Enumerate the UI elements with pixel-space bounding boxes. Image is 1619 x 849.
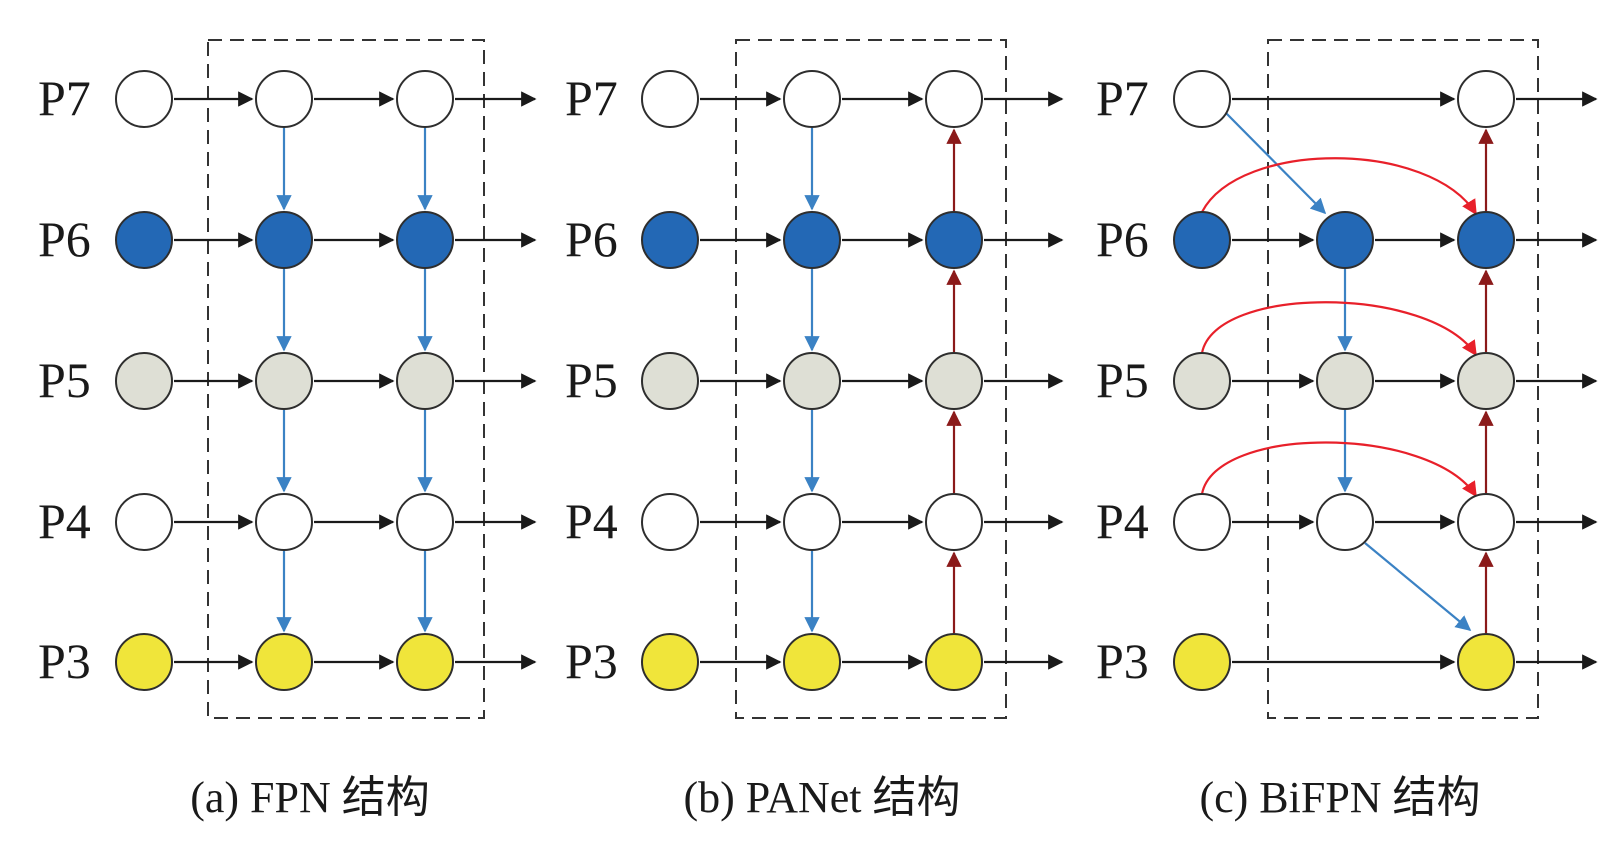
bifpn-node-p4-out <box>1457 493 1515 551</box>
panet-node-p5-a <box>783 352 841 410</box>
panet-label-p5: P5 <box>565 352 618 408</box>
panet-node-p6-a <box>783 211 841 269</box>
bifpn-skip-connections <box>1200 157 1477 498</box>
fpn-node-p7-a <box>255 70 313 128</box>
panel-bifpn: P7 P6 P5 P4 P3 <box>1096 39 1598 822</box>
fpn-nodes <box>115 70 454 691</box>
bifpn-node-p6-in <box>1173 211 1231 269</box>
fpn-label-p5: P5 <box>38 352 91 408</box>
fpn-node-p6-a <box>255 211 313 269</box>
panet-dashed-box <box>735 39 1007 719</box>
bifpn-label-p5: P5 <box>1096 352 1149 408</box>
panet-node-p4-a <box>783 493 841 551</box>
fpn-node-p4-b <box>396 493 454 551</box>
fpn-node-p7-b <box>396 70 454 128</box>
panet-node-p6-b <box>925 211 983 269</box>
fpn-node-p5-b <box>396 352 454 410</box>
panel-fpn: P7 P6 P5 P4 P3 <box>38 39 537 822</box>
fpn-topdown-arrows <box>276 128 433 633</box>
fpn-node-p6-b <box>396 211 454 269</box>
fpn-node-p6-in <box>115 211 173 269</box>
panet-label-p7: P7 <box>565 70 618 126</box>
bifpn-label-p3: P3 <box>1096 633 1149 689</box>
panet-node-p4-in <box>641 493 699 551</box>
fpn-node-p3-a <box>255 633 313 691</box>
panet-label-p6: P6 <box>565 211 618 267</box>
fpn-horizontal-arrows <box>174 91 537 670</box>
bifpn-dashed-box <box>1267 39 1539 719</box>
bifpn-node-p4-in <box>1173 493 1231 551</box>
bifpn-node-p3-out <box>1457 633 1515 691</box>
bifpn-node-p5-in <box>1173 352 1231 410</box>
panet-node-p4-b <box>925 493 983 551</box>
panet-node-p7-b <box>925 70 983 128</box>
fpn-caption: (a) FPN 结构 <box>190 773 430 822</box>
panet-nodes <box>641 70 983 691</box>
fpn-label-p7: P7 <box>38 70 91 126</box>
fpn-node-p3-b <box>396 633 454 691</box>
bifpn-horizontal-arrows <box>1232 91 1598 670</box>
panel-panet: P7 P6 P5 P4 P3 <box>565 39 1064 822</box>
panet-label-p4: P4 <box>565 493 618 549</box>
bifpn-label-p6: P6 <box>1096 211 1149 267</box>
bifpn-caption: (c) BiFPN 结构 <box>1199 773 1480 822</box>
bifpn-label-p7: P7 <box>1096 70 1149 126</box>
fpn-label-p4: P4 <box>38 493 91 549</box>
bifpn-node-p5-out <box>1457 352 1515 410</box>
fpn-node-p4-in <box>115 493 173 551</box>
bifpn-label-p4: P4 <box>1096 493 1149 549</box>
bifpn-node-p5-mid <box>1316 352 1374 410</box>
panet-horizontal-arrows <box>700 91 1064 670</box>
fpn-node-p5-in <box>115 352 173 410</box>
panet-node-p6-in <box>641 211 699 269</box>
panet-caption: (b) PANet 结构 <box>683 773 960 822</box>
fpn-node-p7-in <box>115 70 173 128</box>
panet-node-p7-a <box>783 70 841 128</box>
bifpn-node-p6-mid <box>1316 211 1374 269</box>
fpn-label-p6: P6 <box>38 211 91 267</box>
panet-node-p5-in <box>641 352 699 410</box>
bifpn-topdown-arrows <box>1224 111 1472 631</box>
panet-node-p3-b <box>925 633 983 691</box>
panet-node-p5-b <box>925 352 983 410</box>
fpn-label-p3: P3 <box>38 633 91 689</box>
fpn-node-p5-a <box>255 352 313 410</box>
bifpn-node-p3-in <box>1173 633 1231 691</box>
bifpn-node-p7-out <box>1457 70 1515 128</box>
panet-node-p3-in <box>641 633 699 691</box>
fpn-dashed-box <box>207 39 485 719</box>
panet-node-p3-a <box>783 633 841 691</box>
fpn-node-p4-a <box>255 493 313 551</box>
fpn-node-p3-in <box>115 633 173 691</box>
bifpn-node-p7-in <box>1173 70 1231 128</box>
bifpn-node-p4-mid <box>1316 493 1374 551</box>
bifpn-nodes <box>1173 70 1515 691</box>
panet-label-p3: P3 <box>565 633 618 689</box>
bifpn-node-p6-out <box>1457 211 1515 269</box>
panet-node-p7-in <box>641 70 699 128</box>
